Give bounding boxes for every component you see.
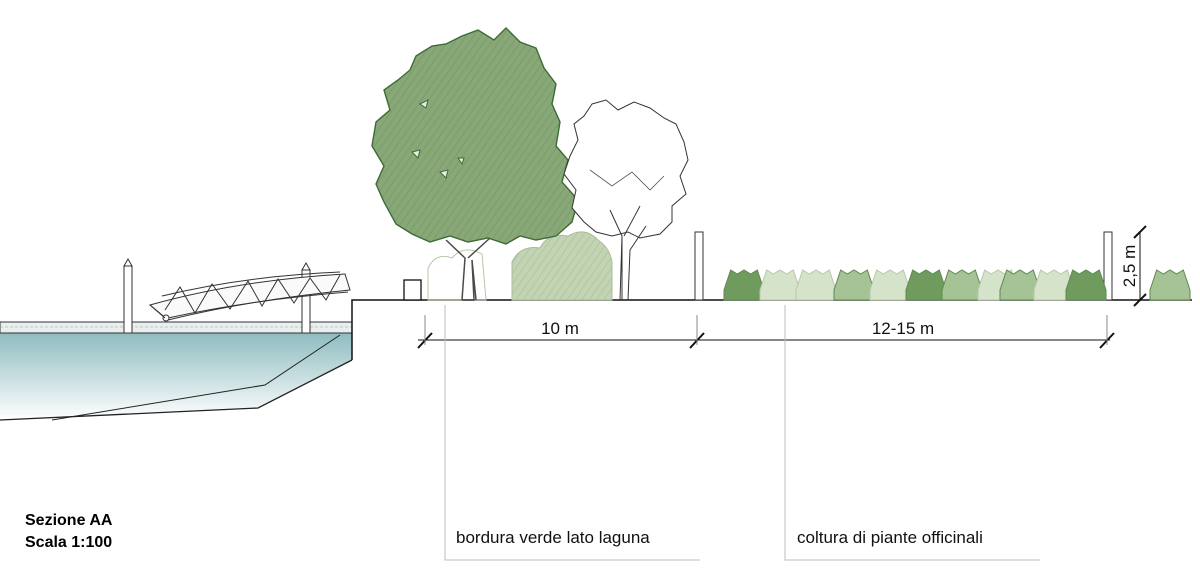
lagoon [0,332,353,421]
herb-shrub [723,269,765,301]
fence-post-left [694,231,704,301]
outline-tree-trunk [609,205,647,301]
outline-tree [563,99,689,301]
light-shrub [511,231,613,301]
herb-shrub-row [723,269,1191,301]
dimension-border-width: 10 m [541,319,579,338]
herb-shrub [905,269,947,301]
dimension-crop-width: 12-15 m [872,319,934,338]
water-body [0,333,352,420]
herb-shrub [941,269,983,301]
herb-shrub [833,269,875,301]
dock-post-left [123,265,133,334]
dock-deck [0,321,353,334]
dock [0,257,353,334]
herb-shrub [1065,269,1107,301]
callout-border: bordura verde lato laguna [456,528,650,547]
border-shrubs [427,231,613,301]
lagoon-bed-line [0,359,353,421]
section-scale: Scala 1:100 [25,534,112,551]
ground-line [351,299,1192,360]
large-tree-trunk [445,237,491,301]
large-tree-crown [371,27,579,245]
callout-guides [444,305,1040,561]
outline-shrub [427,249,487,301]
herb-shrub [759,269,801,301]
section-title: Sezione AA [25,512,113,529]
gangway-truss [148,271,351,322]
large-tree [371,27,579,301]
outline-tree-crown [563,99,689,239]
herb-shrub [869,269,911,301]
bollard [403,279,422,301]
callout-crop: coltura di piante officinali [797,528,983,547]
dimension-fence-height: 2,5 m [1120,245,1139,288]
dimension-lines [417,225,1147,349]
fence-post-right [1103,231,1113,301]
herb-shrub [795,269,837,301]
herb-shrub [1149,269,1191,301]
lagoon-slope-line [51,334,341,421]
